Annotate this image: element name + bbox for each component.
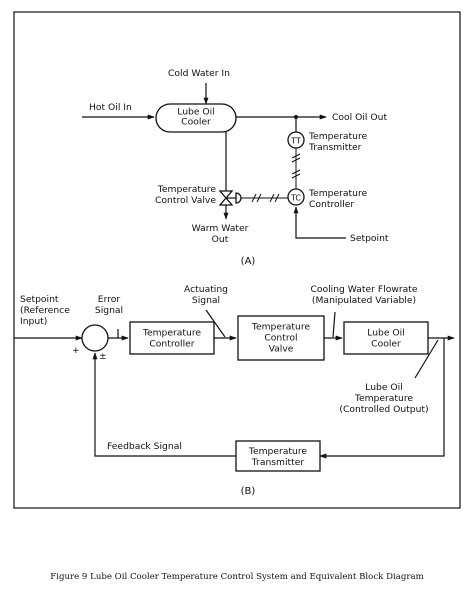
cooling-water-flowrate-label: Cooling Water Flowrate(Manipulated Varia… [310, 284, 417, 306]
lube-oil-cooler-vessel [155, 103, 237, 133]
plus-minus-sign: ± [99, 351, 107, 362]
tt-to-tc-signal-hatches [291, 153, 301, 179]
actuating-signal-pointer [205, 309, 226, 338]
feedback-signal-label: Feedback Signal [107, 441, 182, 452]
part-a-label: (A) [241, 256, 256, 267]
figure-frame [13, 11, 461, 509]
temperature-controller-block [129, 321, 215, 355]
cool-oil-out-label: Cool Oil Out [332, 112, 387, 123]
control-valve-body-top [218, 190, 234, 199]
plus-sign: + [72, 345, 80, 356]
feedback-path-to-transmitter [319, 338, 445, 459]
manipulated-variable-pointer [332, 311, 336, 338]
figure-caption: Figure 9 Lube Oil Cooler Temperature Con… [50, 572, 424, 582]
setpoint-line [293, 206, 346, 239]
tc-symbol: TC [290, 194, 301, 203]
process-diagram: TT TC [82, 83, 346, 239]
temperature-controller-bubble [287, 188, 305, 206]
feedback-signal-line [92, 352, 236, 457]
control-valve-body-bottom [218, 197, 234, 206]
temperature-control-valve-block [237, 315, 325, 361]
cold-water-in-label: Cold Water In [168, 68, 230, 79]
valve-actuator [235, 192, 242, 204]
summing-junction [81, 324, 109, 352]
lube-oil-cooler-block [343, 321, 429, 355]
block-diagram [14, 309, 455, 472]
hot-oil-in-label: Hot Oil In [89, 102, 132, 113]
tc-to-valve-signal-hatches [251, 193, 280, 203]
tt-symbol: TT [290, 137, 301, 146]
setpoint-label: Setpoint [350, 233, 389, 244]
part-b-label: (B) [241, 486, 256, 497]
controlled-output-pointer [414, 339, 439, 379]
